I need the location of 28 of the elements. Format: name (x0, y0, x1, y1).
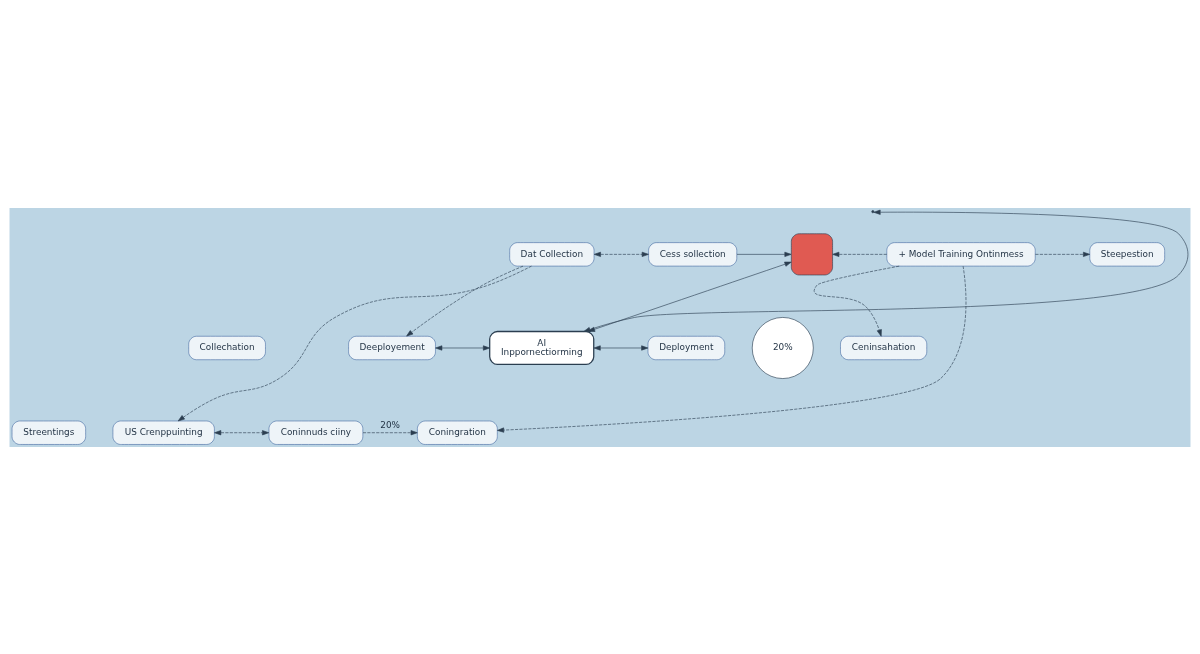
node-box: Deployment (647, 335, 726, 360)
node-box: Collechation (188, 335, 266, 360)
arrow (593, 251, 649, 257)
arrow (497, 265, 967, 433)
arrow (177, 265, 532, 421)
node-box: Steepestion (1089, 241, 1165, 266)
node-box: Coninnuds ciiny (268, 420, 364, 445)
node-circle: 20% (751, 316, 814, 379)
node-box: Coningration (417, 420, 498, 445)
node-box: Dat Collection (509, 241, 595, 266)
arrow (214, 429, 270, 435)
node-box: + Model Training Ontinmess (886, 241, 1036, 266)
arrow (832, 251, 888, 257)
node-box: Cess sollection (648, 241, 738, 266)
arrow (1035, 251, 1091, 257)
node-box: AI Inppornectiorming (489, 330, 595, 365)
arrow (406, 265, 524, 336)
arrow (593, 344, 649, 351)
node-box (791, 232, 833, 275)
arrow (362, 429, 418, 435)
node-box: Ceninsahation (840, 335, 928, 360)
arrow (435, 344, 490, 351)
arrow (736, 251, 792, 257)
arrow (813, 265, 900, 337)
node-box: Deeployement (348, 335, 436, 360)
node-box: US Crenppuinting (112, 420, 215, 445)
node-box: Streentings (11, 420, 86, 445)
edge-label: 20% (380, 419, 400, 430)
